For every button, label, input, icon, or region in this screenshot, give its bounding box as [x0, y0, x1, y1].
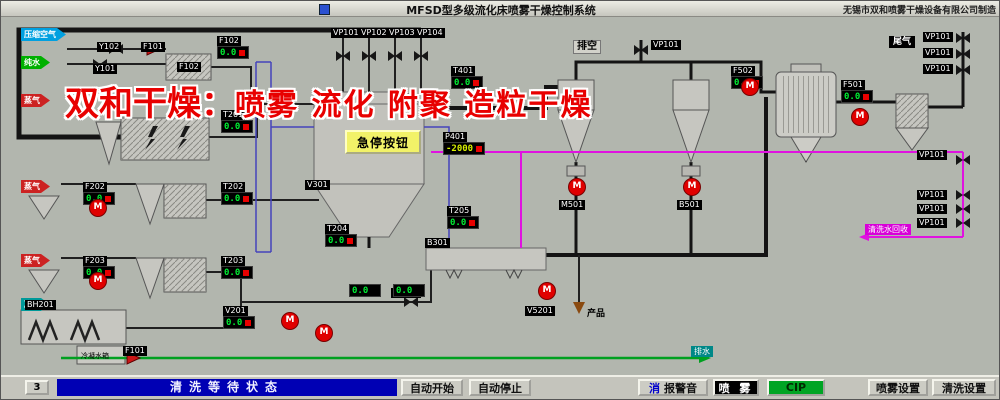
tag-y102: Y102 [97, 42, 122, 52]
tag-bh201: BH201 [25, 300, 56, 310]
auto-stop-button[interactable]: 自动停止 [469, 379, 531, 396]
tailgas-label: 尾气 [889, 36, 916, 48]
control-bar: 3 清洗等待状态 自动开始 自动停止 消 报警音 喷 雾 CIP 喷雾设置 清洗… [1, 375, 999, 399]
tag-vp102: VP102 [359, 28, 389, 38]
spray-settings-button[interactable]: 喷雾设置 [868, 379, 928, 396]
display-v201: V201 0.0 [223, 306, 255, 329]
display-fluidbed-2: 0.0 [393, 284, 425, 297]
tag-vp101-r7: VP101 [917, 218, 947, 228]
tag-vp101-r3: VP101 [923, 64, 953, 74]
blower-unit [20, 309, 127, 365]
motor-m501[interactable]: M [568, 178, 586, 196]
page-title: MFSD型多级流化床喷雾干燥控制系统 [406, 4, 596, 17]
piping-diagram [16, 27, 970, 365]
tag-vp101-r5: VP101 [917, 190, 947, 200]
process-diagram: 压缩空气 纯水 蒸气 蒸气 蒸气 冷风 Y102 F101 Y101 F102 … [1, 16, 999, 379]
motor-b501[interactable]: M [683, 178, 701, 196]
tag-v301: V301 [305, 180, 330, 190]
display-f501: F501 0.0 [841, 80, 873, 103]
drain-pipe [61, 353, 711, 363]
auto-start-button[interactable]: 自动开始 [401, 379, 463, 396]
spray-button[interactable]: 喷 雾 [713, 379, 759, 396]
motor-f203-pump[interactable]: M [89, 272, 107, 290]
source-compressed-air: 压缩空气 [21, 28, 66, 41]
motor-f202-pump[interactable]: M [89, 199, 107, 217]
fluid-bed [425, 247, 547, 280]
condenser [775, 63, 837, 163]
display-t201: T201 0.0 [221, 110, 253, 133]
display-p401: P401 -2000 [443, 132, 486, 155]
display-f102: F102 0.0 [217, 36, 249, 59]
source-steam-3: 蒸气 [21, 254, 50, 267]
tag-m501: M501 [559, 200, 586, 210]
clean-settings-button[interactable]: 清洗设置 [932, 379, 996, 396]
filter-loop-pipes [255, 61, 450, 253]
motor-bottom-pump-2[interactable]: M [315, 324, 333, 342]
tag-vp101-r4: VP101 [917, 150, 947, 160]
display-t205: T205 0.0 [447, 206, 479, 229]
steam-heater-3 [28, 257, 207, 300]
tag-f102-heater: F102 [177, 62, 201, 72]
emergency-stop-button[interactable]: 急停按钮 [345, 130, 421, 154]
tag-vp101-r6: VP101 [917, 204, 947, 214]
display-t202: T202 0.0 [221, 182, 253, 205]
vent-label: 排空 [573, 40, 601, 54]
tag-v5201: V5201 [525, 306, 555, 316]
tag-b301: B301 [425, 238, 450, 248]
motor-bottom-pump-1[interactable]: M [281, 312, 299, 330]
source-steam-2: 蒸气 [21, 180, 50, 193]
display-t203: T203 0.0 [221, 256, 253, 279]
steam-heater-2 [28, 183, 207, 226]
cyclone-1 [557, 79, 595, 177]
title-bar: MFSD型多级流化床喷雾干燥控制系统 无锡市双和喷雾干燥设备有限公司制造 [1, 1, 999, 17]
cyclone-2 [672, 79, 710, 177]
cip-recovery-label: 清洗水回收 [865, 224, 911, 235]
cip-button[interactable]: CIP [767, 379, 825, 396]
tag-f101: F101 [141, 42, 165, 52]
steam-heater-1 [165, 53, 212, 81]
product-arrow [573, 302, 585, 314]
exhaust-filter [895, 93, 929, 151]
motor-v5201[interactable]: M [538, 282, 556, 300]
display-t204: T204 0.0 [325, 224, 357, 247]
mute-icon: 消 [649, 381, 660, 395]
tag-vp101-vent: VP101 [651, 40, 681, 50]
tag-vp103: VP103 [387, 28, 417, 38]
display-fluidbed-1: 0.0 [349, 284, 381, 297]
valve-icon[interactable] [404, 297, 418, 307]
drain-label: 排水 [691, 346, 713, 357]
display-t401: T401 0.0 [451, 66, 483, 89]
alarm-indicator [239, 49, 246, 56]
motor-f501-fan[interactable]: M [851, 108, 869, 126]
tag-b501: B501 [677, 200, 702, 210]
electric-heater [95, 117, 210, 166]
tag-vp104: VP104 [415, 28, 445, 38]
tag-vp101: VP101 [331, 28, 361, 38]
tag-vp101-r2: VP101 [923, 48, 953, 58]
source-pure-water: 纯水 [21, 56, 50, 69]
page-number-box[interactable]: 3 [25, 380, 49, 395]
manufacturer-label: 无锡市双和喷雾干燥设备有限公司制造 [842, 6, 996, 16]
app-icon [319, 4, 330, 15]
tag-y101: Y101 [93, 64, 118, 74]
motor-f502-fan[interactable]: M [741, 78, 759, 96]
main-air-duct [16, 27, 965, 257]
tag-vp101-r1: VP101 [923, 32, 953, 42]
source-steam-1: 蒸气 [21, 94, 50, 107]
status-banner: 清洗等待状态 [57, 379, 397, 396]
condensate-tank-label: 冷凝水箱 [81, 352, 109, 360]
cip-pipes [431, 151, 964, 248]
tag-f101-pump: F101 [123, 346, 147, 356]
product-label: 产品 [587, 309, 606, 319]
mute-alarm-button[interactable]: 消 报警音 [638, 379, 708, 396]
